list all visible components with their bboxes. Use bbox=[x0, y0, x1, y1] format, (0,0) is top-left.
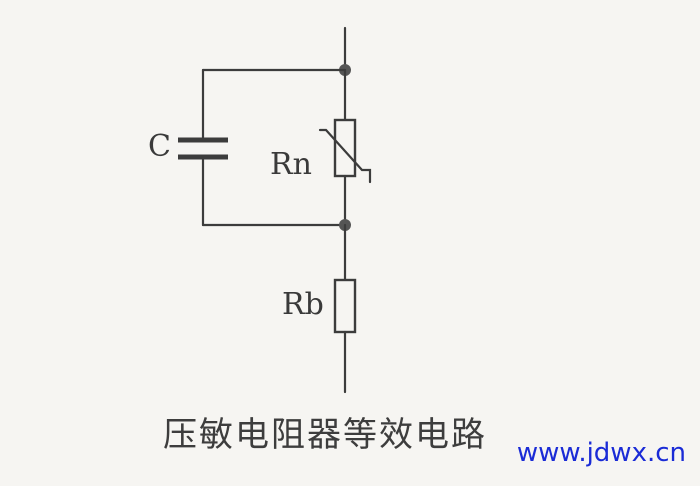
resistor-body bbox=[333, 278, 357, 334]
varistor-body bbox=[333, 118, 357, 178]
varistor-label: Rn bbox=[270, 147, 312, 182]
watermark-url: www.jdwx.cn bbox=[516, 438, 686, 468]
resistor-label: Rb bbox=[282, 287, 324, 322]
varistor-nonlinear-mark bbox=[318, 128, 372, 184]
capacitor-label: C bbox=[148, 129, 171, 164]
diagram-caption: 压敏电阻器等效电路 bbox=[163, 415, 487, 455]
